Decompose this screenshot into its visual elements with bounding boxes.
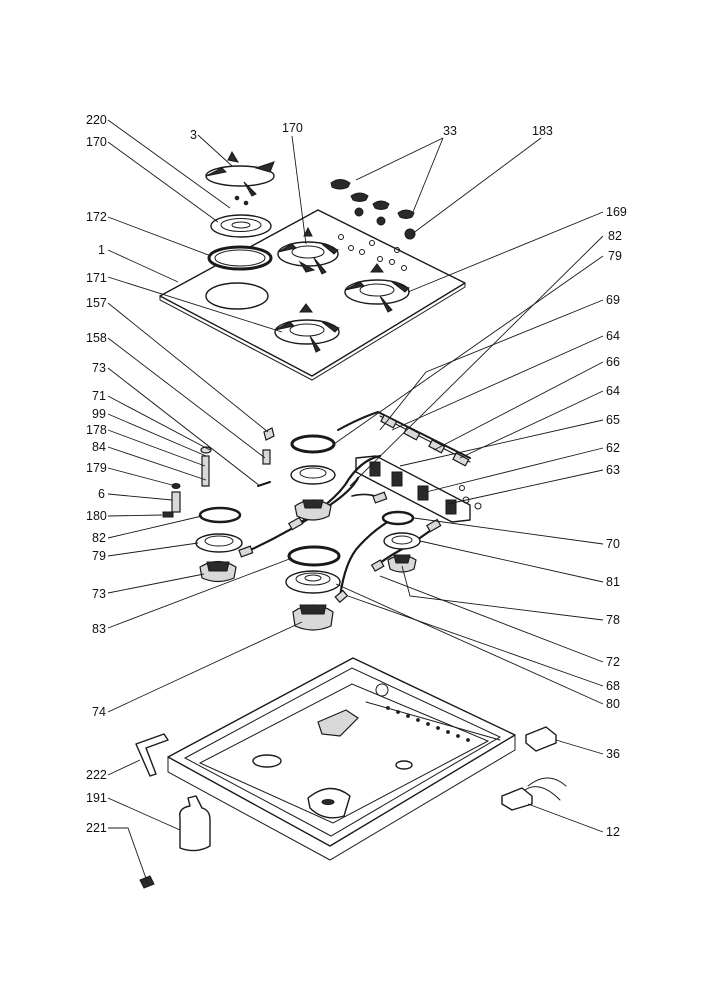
callout-221: 221 — [86, 821, 107, 835]
callout-66: 66 — [606, 355, 620, 369]
gas-valve-block — [355, 455, 482, 523]
callout-157: 157 — [86, 296, 107, 310]
callout-180: 180 — [86, 509, 107, 523]
callout-68: 68 — [606, 679, 620, 693]
gas-manifold-rail — [337, 410, 471, 467]
callout-73a: 73 — [92, 361, 106, 375]
burner-set-left — [195, 506, 243, 583]
callout-36: 36 — [606, 747, 620, 761]
loose-burner-cap — [210, 214, 272, 238]
trivet-right — [344, 263, 410, 313]
callout-83: 83 — [92, 622, 106, 636]
tray-vent-holes — [386, 706, 470, 742]
callout-170b: 170 — [282, 121, 303, 135]
callout-78: 78 — [606, 613, 620, 627]
callout-74: 74 — [92, 705, 106, 719]
callout-191: 191 — [86, 791, 107, 805]
callout-64a: 64 — [606, 329, 620, 343]
callout-64b: 64 — [606, 384, 620, 398]
callout-62: 62 — [606, 441, 620, 455]
trivet-top-center — [277, 226, 339, 275]
callout-73b: 73 — [92, 587, 106, 601]
callout-12: 12 — [606, 825, 620, 839]
callout-71: 71 — [92, 389, 106, 403]
burner-set-center — [290, 434, 336, 521]
callout-169: 169 — [606, 205, 627, 219]
callout-178: 178 — [86, 423, 107, 437]
callout-170a: 170 — [86, 135, 107, 149]
callout-82a: 82 — [92, 531, 106, 545]
callout-220a: 220 — [86, 113, 107, 127]
callout-99: 99 — [92, 407, 106, 421]
ignition-parts-column — [162, 427, 275, 518]
burner-set-right — [381, 510, 421, 573]
loose-trivet — [205, 150, 275, 206]
base-tray — [167, 657, 516, 861]
callout-1: 1 — [98, 243, 105, 257]
spark-generator-12 — [501, 777, 567, 811]
callout-171: 171 — [86, 271, 107, 285]
callout-labels: 220 170 3 170 33 183 172 1 171 157 158 7… — [86, 113, 627, 839]
callout-81: 81 — [606, 575, 620, 589]
callout-65: 65 — [606, 413, 620, 427]
callout-79a: 79 — [92, 549, 106, 563]
callout-72: 72 — [606, 655, 620, 669]
callout-33: 33 — [443, 124, 457, 138]
callout-158: 158 — [86, 331, 107, 345]
loose-burner-ring — [207, 245, 273, 271]
burner-set-large — [285, 545, 341, 631]
hob-top-plate — [159, 209, 466, 381]
callout-179: 179 — [86, 461, 107, 475]
trivet-front-left — [274, 303, 340, 353]
callout-79b: 79 — [608, 249, 622, 263]
callout-3: 3 — [190, 128, 197, 142]
callout-222: 222 — [86, 768, 107, 782]
callout-183: 183 — [532, 124, 553, 138]
callout-82b: 82 — [608, 229, 622, 243]
callout-70: 70 — [606, 537, 620, 551]
leader-lines — [107, 119, 604, 885]
gas-bottle-191 — [179, 795, 211, 852]
gas-elbow-222 — [135, 733, 169, 777]
callout-172: 172 — [86, 210, 107, 224]
callout-69: 69 — [606, 293, 620, 307]
electric-connector-36 — [525, 726, 557, 752]
callout-84: 84 — [92, 440, 106, 454]
callout-6: 6 — [98, 487, 105, 501]
callout-63: 63 — [606, 463, 620, 477]
control-knobs — [330, 179, 416, 240]
callout-80: 80 — [606, 697, 620, 711]
